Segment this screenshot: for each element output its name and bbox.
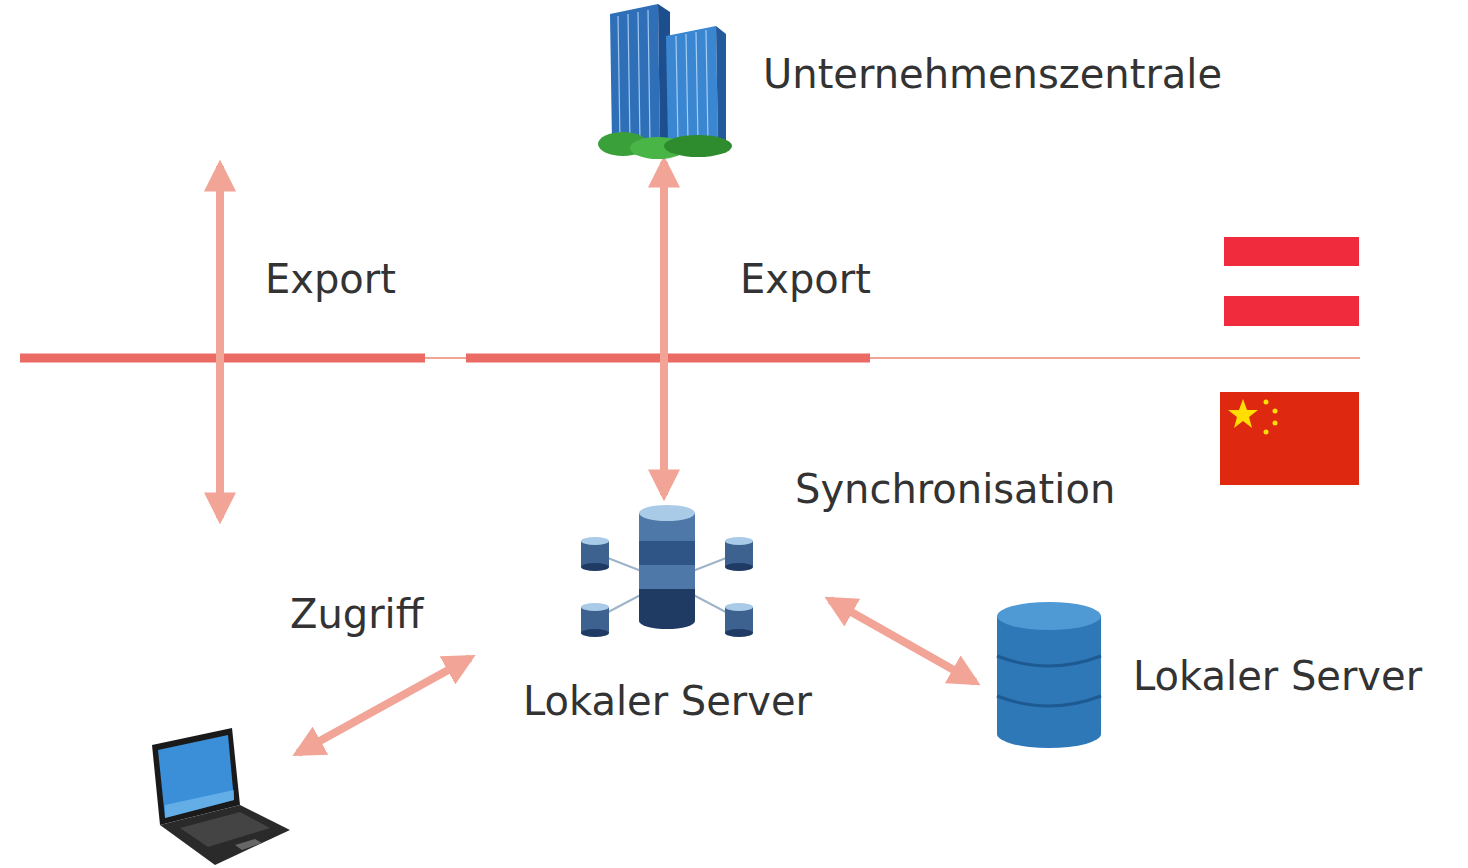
free-label: Export (265, 255, 396, 303)
server-node: Unternehmenszentrale (595, 0, 1275, 162)
laptop-icon (152, 728, 290, 865)
node-icon (577, 501, 757, 670)
edge-label: Export (740, 255, 871, 303)
border-line (870, 357, 1360, 359)
node-label: Lokaler Server (1133, 652, 1422, 700)
node-icon (598, 4, 734, 164)
export-arrow (216, 166, 224, 518)
server-node: Lokaler Server (975, 598, 1460, 753)
server-node: Lokaler Server (505, 495, 830, 735)
china-flag (1220, 392, 1359, 485)
border-line (425, 357, 466, 359)
connector-arrow (660, 162, 668, 495)
austria-flag (1224, 237, 1359, 326)
node-label: Unternehmenszentrale (763, 50, 1222, 98)
edge-label: Synchronisation (795, 465, 1115, 513)
connector-arrow (830, 600, 975, 682)
node-icon (987, 600, 1111, 756)
free-label: Zugriff (290, 590, 423, 638)
node-label: Lokaler Server (523, 677, 812, 725)
access-arrow (298, 658, 470, 753)
